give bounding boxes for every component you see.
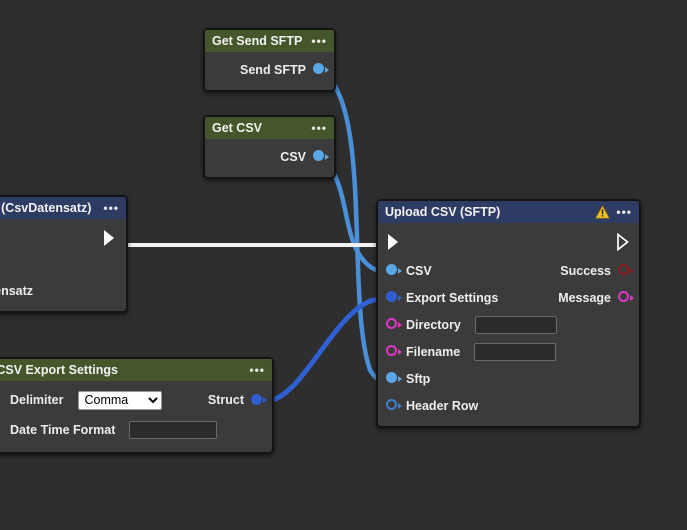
exec-pin-out[interactable] [616,233,631,251]
node-title: Get CSV [212,121,263,135]
ellipsis-icon[interactable]: ••• [616,205,632,219]
node-header[interactable]: Get Send SFTP ••• [205,30,334,52]
pin-row-export-settings: Export Settings Message [378,284,639,311]
pin-label-message: Message [558,290,611,305]
field-row-datetimeformat: Date Time Format [0,415,272,445]
struct-pin-struct[interactable] [251,393,267,407]
field-row-delimiter: Delimiter CommaSemicolonTabPipeSpace Str… [0,385,272,415]
filename-input[interactable] [474,342,557,361]
node-body: Send SFTP [205,52,334,90]
node-body: Datensatz [0,219,126,311]
node-get-send-sftp[interactable]: Get Send SFTP ••• Send SFTP [203,28,336,92]
node-title: Upload CSV (SFTP) [385,205,501,219]
warning-triangle-icon[interactable] [595,205,611,219]
exec-row [378,227,639,257]
directory-input[interactable] [474,315,557,334]
node-upload-csv-sftp[interactable]: Upload CSV (SFTP) ••• [376,199,641,428]
node-body: CSV Success Export Settings [378,223,639,426]
string-pin-message[interactable] [618,291,634,304]
clipped-label-2: Datensatz [0,283,34,298]
delimiter-label: Delimiter [10,393,64,407]
string-pin-filename[interactable] [386,345,402,358]
pin-label-csv: CSV [406,263,432,278]
object-pin-csv[interactable] [313,150,329,163]
pin-row-header-row: Header Row [378,392,639,419]
pin-label: Send SFTP [240,62,306,77]
pin-row-csv: CSV [205,143,334,170]
ellipsis-icon[interactable]: ••• [311,34,327,48]
ellipsis-icon[interactable]: ••• [311,121,327,135]
node-title: ke CSV Export Settings [0,363,118,377]
node-title: SV (CsvDatensatz) [0,201,92,215]
ellipsis-icon[interactable]: ••• [249,363,265,377]
node-header[interactable]: ke CSV Export Settings ••• [0,359,272,381]
node-header[interactable]: Get CSV ••• [205,117,334,139]
pin-label: CSV [280,149,306,164]
ellipsis-icon[interactable]: ••• [103,201,119,215]
struct-pin-export-settings[interactable] [386,291,402,304]
delimiter-select[interactable]: CommaSemicolonTabPipeSpace [77,390,162,410]
pin-label-filename: Filename [406,344,461,359]
object-pin-sftp[interactable] [386,372,402,385]
string-pin-directory[interactable] [386,318,402,331]
exec-pin-out[interactable] [103,229,118,247]
wire-struct-to-exportsettings [263,296,391,404]
pin-label-struct: Struct [207,393,244,407]
pin-label-sftp: Sftp [406,371,431,386]
exec-pin-in[interactable] [386,233,401,251]
datetimeformat-input[interactable] [129,421,218,439]
node-make-csv-export-settings[interactable]: ke CSV Export Settings ••• Delimiter Com… [0,357,274,454]
pin-label-directory: Directory [406,317,461,332]
pin-row-csv: CSV Success [378,257,639,284]
pin-row-filename: Filename [378,338,639,365]
pin-row-directory: Directory [378,311,639,338]
node-title: Get Send SFTP [212,34,303,48]
node-body: Delimiter CommaSemicolonTabPipeSpace Str… [0,381,272,452]
exec-row-out [0,223,126,253]
clipped-row-2: Datensatz [0,277,126,304]
boolean-pin-success[interactable] [618,264,634,277]
pin-label-export-settings: Export Settings [406,290,499,305]
pin-label-header-row: Header Row [406,398,479,413]
pin-label-success: Success [560,263,611,278]
node-body: CSV [205,139,334,177]
object-pin-csv[interactable] [386,264,402,277]
pin-row-send-sftp: Send SFTP [205,56,334,83]
object-pin-send-sftp[interactable] [313,63,329,76]
boolean-pin-header-row[interactable] [386,399,402,412]
datetimeformat-label: Date Time Format [10,423,116,437]
clipped-row-1 [0,253,126,277]
pin-row-sftp: Sftp [378,365,639,392]
node-header[interactable]: Upload CSV (SFTP) ••• [378,201,639,223]
node-make-csv-datensatz[interactable]: SV (CsvDatensatz) ••• Datensatz [0,195,128,313]
node-get-csv[interactable]: Get CSV ••• CSV [203,115,336,179]
node-header[interactable]: SV (CsvDatensatz) ••• [0,197,126,219]
